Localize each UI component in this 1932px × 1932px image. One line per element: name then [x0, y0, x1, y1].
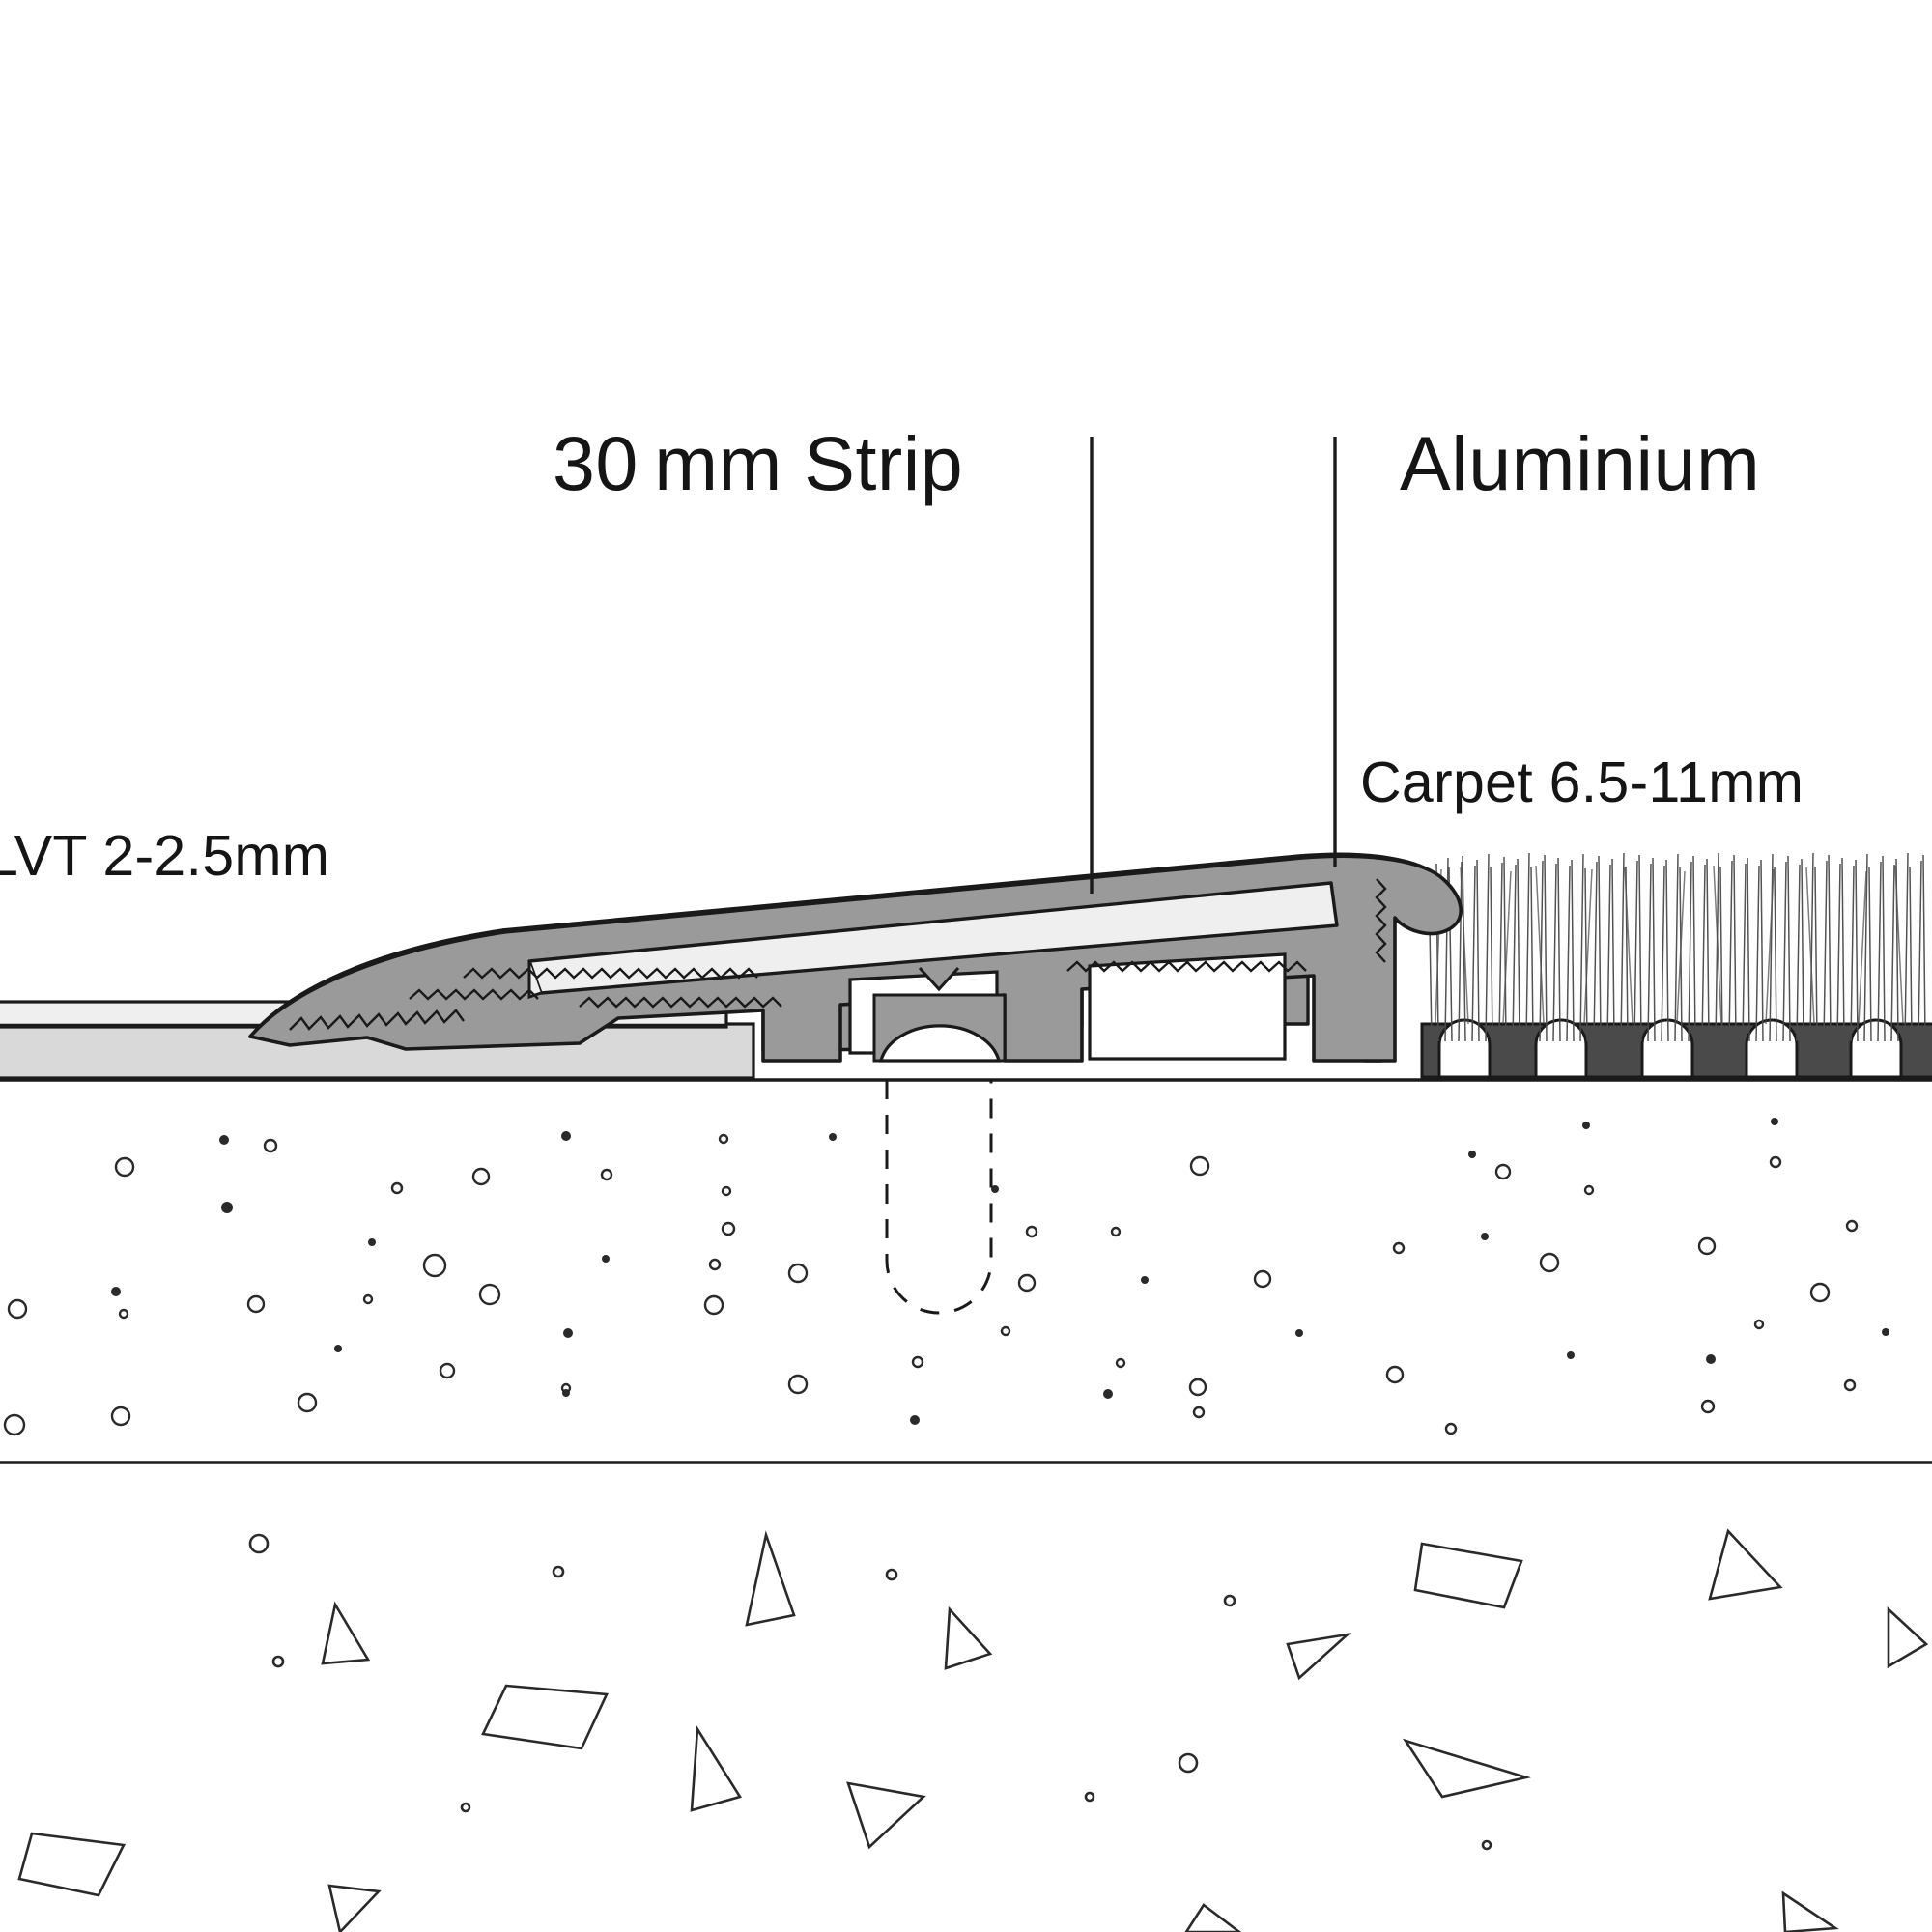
carpet-right: [1420, 852, 1932, 1079]
label-lvt-thickness: LVT 2-2.5mm: [0, 824, 330, 888]
label-30mm-strip: 30 mm Strip: [553, 420, 964, 506]
label-carpet-thickness: Carpet 6.5‑11mm: [1360, 751, 1804, 814]
concrete-slab: [0, 1464, 1932, 1932]
label-aluminium: Aluminium: [1400, 420, 1761, 506]
leader-lines: [1090, 437, 1337, 894]
anchor-fixing-hidden: [885, 1080, 993, 1315]
screed-layer: [0, 1077, 1932, 1464]
aluminium-profile: [248, 852, 1463, 1063]
